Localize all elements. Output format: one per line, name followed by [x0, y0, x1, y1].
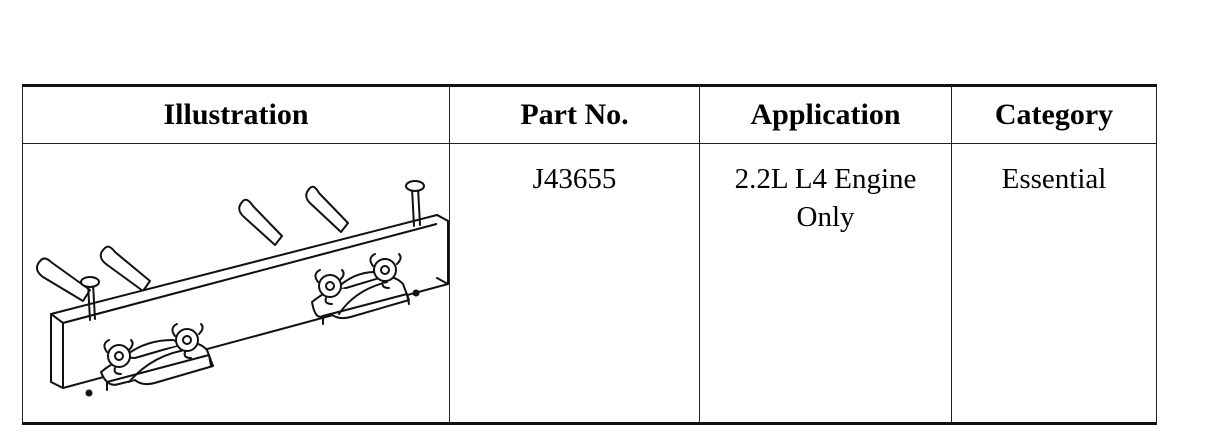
part-number-cell: J43655 [449, 143, 700, 424]
table-header: Illustration Part No. Application Catego… [22, 85, 1157, 144]
application-line-1: 2.2L L4 Engine [734, 163, 917, 195]
application-cell: 2.2L L4 Engine Only [699, 143, 952, 424]
illustration-cell [22, 143, 450, 424]
header-category: Category [951, 85, 1157, 144]
part-number: J43655 [532, 163, 617, 195]
left-clamp [100, 323, 214, 386]
tool-table: Illustration Part No. Application Catego… [22, 84, 1157, 425]
header-part-no: Part No. [449, 85, 700, 144]
engine-holding-fixture-icon [36, 180, 449, 397]
table-row: J43655 2.2L L4 Engine Only Essential [22, 143, 1157, 424]
support-rods [36, 185, 349, 302]
application-line-2: Only [796, 201, 855, 233]
category-cell: Essential [951, 143, 1157, 424]
fixture-feet [85, 289, 420, 397]
header-application: Application [699, 85, 952, 144]
header-illustration: Illustration [22, 85, 450, 144]
header-row: Illustration Part No. Application Catego… [22, 85, 1157, 144]
category-value: Essential [1001, 163, 1107, 195]
end-pins [80, 180, 425, 321]
table-body: J43655 2.2L L4 Engine Only Essential [22, 143, 1157, 424]
